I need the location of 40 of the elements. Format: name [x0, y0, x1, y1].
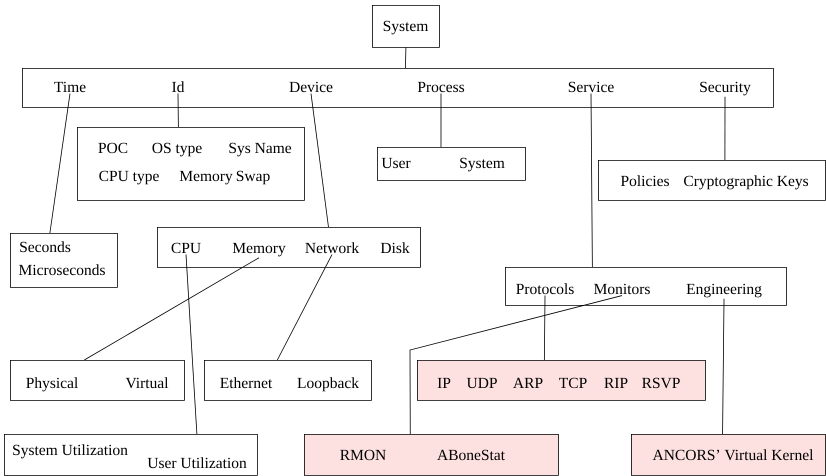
category-label: Time [54, 82, 86, 92]
category-label: Security [700, 82, 751, 96]
category-box: Ethernet Loopback [204, 360, 372, 401]
category-label: Memory [232, 242, 286, 256]
connector-line [410, 295, 622, 434]
category-label: Disk [380, 242, 410, 254]
category-label: Process [418, 82, 464, 92]
connector-line [276, 254, 332, 360]
category-box: IP UDP ARP TCP RIP RSVP [417, 360, 706, 401]
category-box [22, 68, 774, 108]
category-box: POC OS type Sys Name CPU type Memory Swap [77, 127, 305, 201]
connector-line [49, 93, 70, 234]
connector-line [84, 257, 260, 360]
category-label: Protocols [516, 283, 574, 294]
category-box: Policies Cryptographic Keys [598, 160, 826, 201]
category-label: Network [305, 242, 360, 254]
connector-line [405, 47, 406, 68]
category-label: Engineering [686, 284, 762, 298]
connector-line [310, 93, 329, 228]
category-box: ANCORS’ Virtual Kernel [631, 434, 826, 476]
category-box: Physical Virtual [10, 360, 185, 401]
category-box [157, 227, 421, 268]
category-box [505, 267, 787, 306]
connector-line [590, 93, 593, 268]
category-box: System Utilization User Utilization [4, 434, 258, 476]
category-box: Seconds Microseconds [10, 233, 118, 288]
connector-line [724, 96, 726, 160]
category-label: Service [568, 82, 614, 92]
connector-line [722, 298, 724, 434]
category-label: CPU [172, 242, 201, 254]
connector-line [440, 93, 442, 148]
category-box: RMON ABoneStat [304, 434, 559, 476]
category-label: Monitors [594, 284, 650, 294]
category-box: User System [377, 147, 526, 181]
connector-line [186, 254, 198, 434]
category-label: Device [290, 82, 332, 92]
category-label: Id [172, 81, 184, 92]
category-box: System [372, 5, 440, 48]
connector-line [544, 295, 546, 360]
connector-line [178, 93, 179, 128]
